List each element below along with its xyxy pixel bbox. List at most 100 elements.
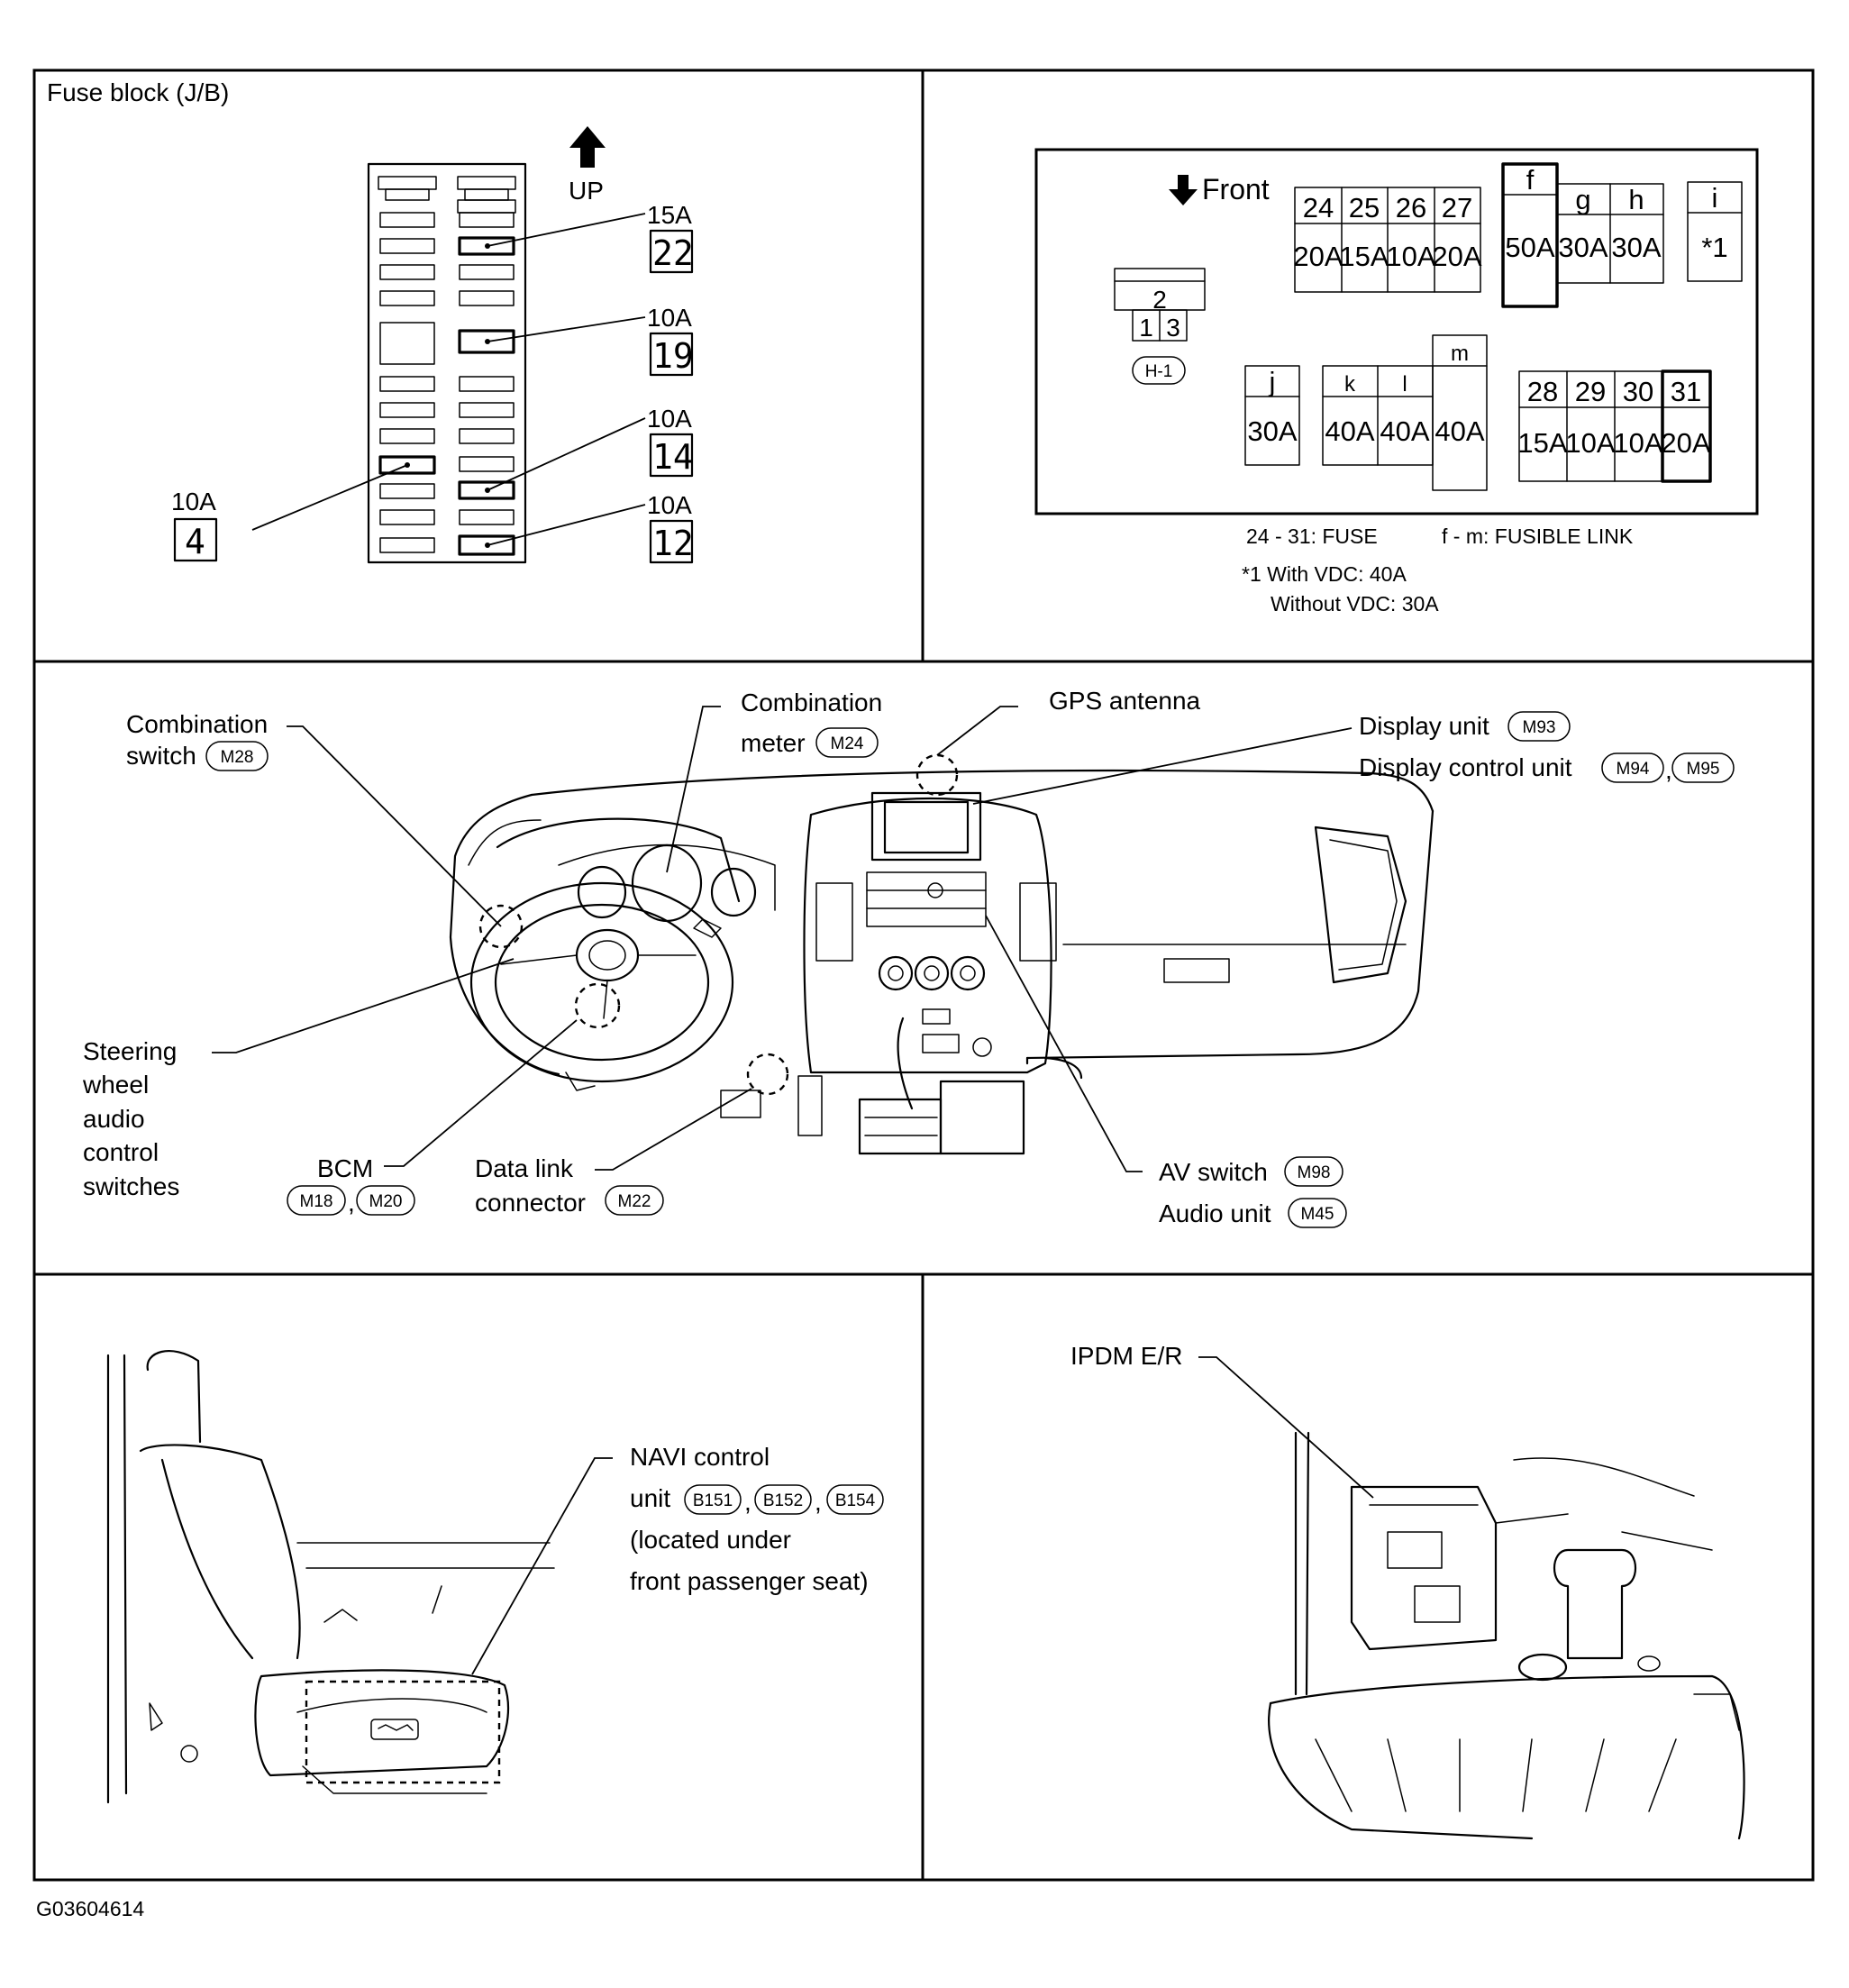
navi-label-4: front passenger seat): [630, 1567, 869, 1595]
link-amp-i: *1: [1701, 232, 1727, 263]
connector-m94: M94: [1617, 760, 1650, 779]
data-link-label-2: connector: [475, 1189, 586, 1217]
gps-antenna-label: GPS antenna: [1049, 687, 1201, 715]
pin-2: 2: [1152, 286, 1167, 314]
navi-label-2: unit: [630, 1484, 670, 1512]
audio-unit-label: Audio unit: [1159, 1199, 1271, 1227]
connector-m95: M95: [1687, 760, 1720, 779]
panel-frames: [32, 68, 1815, 1882]
data-link-label-1: Data link: [475, 1154, 574, 1182]
connector-code: H-1: [1145, 362, 1173, 381]
fuse-num-25: 25: [1349, 192, 1380, 223]
link-id-k: k: [1344, 372, 1356, 397]
link-id-f: f: [1526, 164, 1535, 196]
navi-label-3: (located under: [630, 1526, 791, 1554]
fuse-amp: 10A: [171, 488, 216, 515]
combination-switch-label-2: switch: [126, 742, 196, 770]
combination-meter-label-2: meter: [741, 729, 806, 757]
connector-b154: B154: [835, 1491, 876, 1510]
bcm-label: BCM: [317, 1154, 373, 1182]
navi-panel: NAVI control unit B151 , B152 , B154 (lo…: [106, 1350, 884, 1804]
engine-bay-illustration: [1268, 1431, 1745, 1840]
fuse-number: 4: [185, 522, 205, 561]
connector-b152: B152: [763, 1491, 803, 1510]
navi-label-1: NAVI control: [630, 1443, 770, 1471]
link-amp-g: 30A: [1558, 232, 1608, 263]
fuse-link-box-panel: Front 24 25 26 27 20A 15A 10A 20A f 50A: [1034, 148, 1759, 616]
fuse-num-30: 30: [1623, 376, 1653, 407]
connector-m18: M18: [300, 1192, 333, 1211]
dashboard-illustration: [449, 769, 1435, 1155]
link-id-g: g: [1575, 184, 1590, 215]
connector-m20: M20: [369, 1192, 403, 1211]
combination-switch-label-1: Combination: [126, 710, 268, 738]
link-amp-h: 30A: [1611, 232, 1661, 263]
location-markers: [478, 753, 959, 1096]
link-id-m: m: [1451, 342, 1469, 366]
fuse-number: 22: [652, 233, 694, 273]
link-amp-j: 30A: [1247, 415, 1297, 447]
fuse-number: 14: [652, 437, 694, 477]
front-arrow-icon: [1169, 175, 1198, 205]
link-amp-k: 40A: [1325, 415, 1374, 447]
fuse-amp: 10A: [647, 304, 692, 332]
fuse-num-29: 29: [1575, 376, 1606, 407]
fuse-amp-25: 15A: [1339, 241, 1389, 272]
legend-fuse: 24 - 31: FUSE: [1246, 524, 1378, 548]
steering-label-3: audio: [83, 1105, 145, 1133]
connector-m98: M98: [1298, 1163, 1331, 1182]
fuse-block-leaders: [251, 213, 646, 548]
fuse-block-panel: Fuse block (J/B) UP: [47, 78, 694, 564]
fuse-amp: 10A: [647, 405, 692, 433]
pin-3: 3: [1166, 314, 1180, 342]
connector-m22: M22: [618, 1192, 651, 1211]
fuse-num-26: 26: [1396, 192, 1426, 223]
link-id-h: h: [1628, 184, 1644, 215]
fuse-group-24-27: 24 25 26 27 20A 15A 10A 20A: [1293, 187, 1482, 293]
fuse-block-title: Fuse block (J/B): [47, 78, 229, 106]
fuse-callout-12: 10A 12: [647, 491, 694, 564]
fuse-link-box-outline: [1034, 148, 1759, 515]
note-with-vdc: *1 With VDC: 40A: [1242, 562, 1407, 586]
fuse-block-body: [367, 162, 527, 564]
link-group-f-h: f 50A g h 30A 30A: [1501, 162, 1664, 308]
connector-separator: ,: [348, 1189, 355, 1217]
link-id-l: l: [1402, 372, 1407, 397]
fuse-group-28-31: 28 29 30 31 15A 10A 10A 20A: [1517, 369, 1712, 483]
fuse-callout-19: 10A 19: [647, 304, 694, 377]
fuse-amp-27: 20A: [1432, 241, 1481, 272]
steering-label-4: control: [83, 1138, 159, 1166]
figure-id: G03604614: [36, 1897, 144, 1920]
connector-b151: B151: [693, 1491, 733, 1510]
connector-m93: M93: [1523, 718, 1556, 737]
link-j: j 30A: [1244, 365, 1300, 466]
connector-m24: M24: [831, 734, 864, 753]
display-unit-label: Display unit: [1359, 712, 1489, 740]
av-switch-label: AV switch: [1159, 1158, 1268, 1186]
fuse-num-24: 24: [1303, 192, 1334, 223]
fuse-amp-26: 10A: [1386, 241, 1435, 272]
connector-separator: ,: [1665, 756, 1672, 784]
seat-illustration: [106, 1350, 555, 1804]
fuse-callout-4: 10A 4: [171, 488, 218, 562]
combination-meter-label-1: Combination: [741, 689, 882, 716]
fuse-num-27: 27: [1442, 192, 1472, 223]
fuse-amp-30: 10A: [1613, 427, 1662, 459]
pin-1: 1: [1139, 314, 1153, 342]
fuse-amp: 10A: [647, 491, 692, 519]
front-label: Front: [1202, 173, 1270, 205]
connector-separator: ,: [744, 1488, 751, 1516]
legend-fusible-link: f - m: FUSIBLE LINK: [1442, 524, 1634, 548]
fuse-callout-14: 10A 14: [647, 405, 694, 478]
link-id-i: i: [1712, 182, 1718, 214]
ipdm-panel: IPDM E/R: [1070, 1342, 1745, 1840]
connector-m28: M28: [221, 748, 254, 767]
fuse-number: 19: [652, 336, 694, 376]
fuse-amp-29: 10A: [1565, 427, 1615, 459]
fuse-amp-24: 20A: [1293, 241, 1343, 272]
link-amp-l: 40A: [1380, 415, 1429, 447]
note-without-vdc: Without VDC: 30A: [1271, 592, 1439, 616]
link-amp-m: 40A: [1435, 415, 1484, 447]
steering-label-1: Steering: [83, 1037, 177, 1065]
navi-location-box: [305, 1680, 501, 1784]
